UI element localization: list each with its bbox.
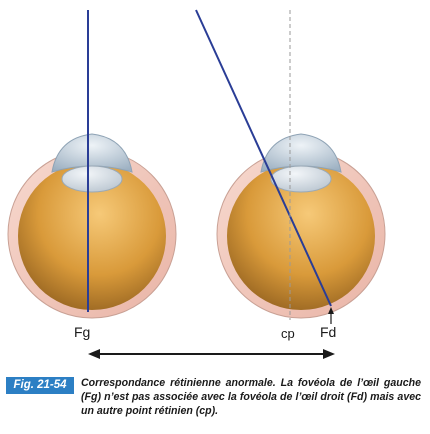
caption-text: Correspondance rétinienne anormale. La f…: [81, 377, 421, 417]
retinal-correspondence-diagram: [7, 9, 386, 359]
left-eye-lens: [61, 165, 123, 193]
right-eye-interior: [227, 162, 375, 310]
left-eye-interior: [18, 162, 166, 310]
label-retinal-point: cp: [281, 326, 295, 341]
correspondence-arrowhead-right: [323, 349, 335, 359]
right-eye: [216, 133, 386, 319]
label-left-fovea: Fg: [74, 324, 91, 340]
left-eye: [7, 133, 177, 319]
fd-pointer-arrowhead: [328, 307, 334, 314]
right-eye-visual-axis-ray: [195, 9, 332, 307]
figure-number-badge: Fig. 21-54: [6, 377, 74, 394]
correspondence-arrowhead-left: [88, 349, 100, 359]
right-eye-lens: [270, 165, 332, 193]
label-right-fovea: Fd: [320, 324, 337, 340]
figure-caption: Fig. 21-54 Correspondance rétinienne ano…: [6, 376, 426, 432]
